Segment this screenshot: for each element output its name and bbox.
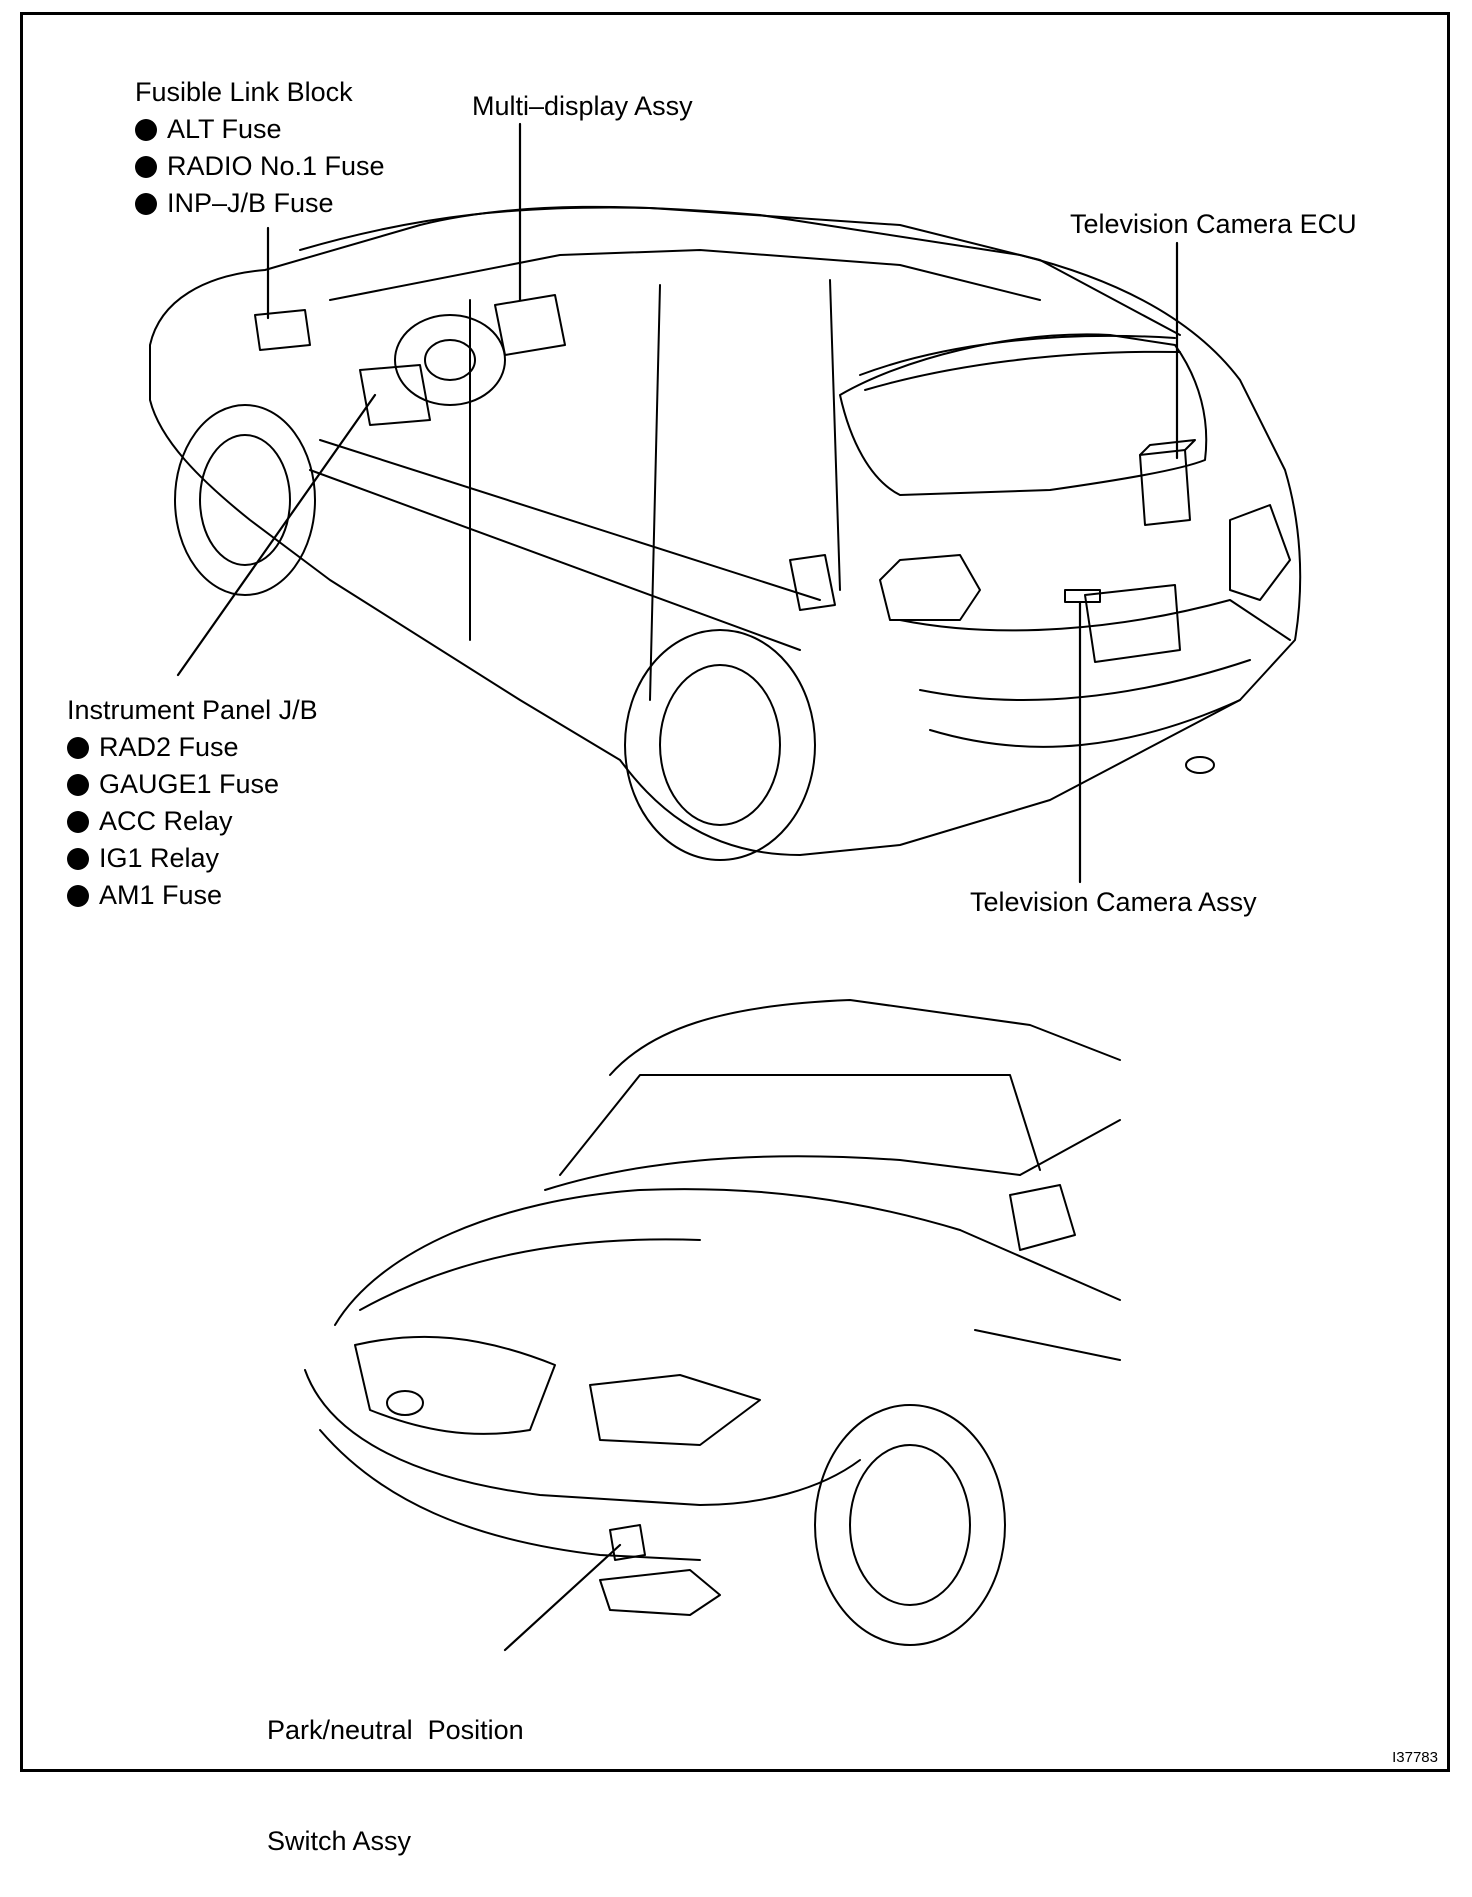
- bullet-icon: [135, 192, 157, 215]
- diagram-frame: [20, 12, 1450, 1772]
- bullet-icon: [67, 847, 89, 870]
- bullet-icon: [67, 773, 89, 796]
- park-neutral-line2: Switch Assy: [267, 1826, 412, 1856]
- bullet-icon: [67, 810, 89, 833]
- fuse-list-item: ACC Relay: [67, 803, 318, 840]
- bullet-icon: [67, 884, 89, 907]
- bullet-icon: [135, 118, 157, 141]
- fusible-link-block-title: Fusible Link Block: [135, 77, 353, 107]
- bullet-icon: [67, 736, 89, 759]
- instrument-panel-jb-title: Instrument Panel J/B: [67, 695, 318, 725]
- multi-display-assy-label: Multi–display Assy: [472, 91, 693, 121]
- fuse-list-item: RADIO No.1 Fuse: [135, 148, 385, 185]
- fuse-list-item: IG1 Relay: [67, 840, 318, 877]
- instrument-panel-jb-callout: Instrument Panel J/B RAD2 Fuse GAUGE1 Fu…: [67, 692, 318, 914]
- park-neutral-line1: Park/neutral Position: [267, 1715, 524, 1745]
- tv-camera-ecu-label: Television Camera ECU: [1070, 209, 1357, 239]
- vehicle-illustration: [149, 122, 1302, 1652]
- fusible-link-block-callout: Fusible Link Block ALT Fuse RADIO No.1 F…: [135, 74, 385, 222]
- leader-lines-top: [176, 122, 1179, 884]
- fuse-list-item: AM1 Fuse: [67, 877, 318, 914]
- rear-vehicle-drawing: [149, 205, 1302, 861]
- park-neutral-switch-callout: Park/neutral Position Switch Assy: [267, 1638, 524, 1897]
- fuse-list-item: ALT Fuse: [135, 111, 385, 148]
- leader-lines-bottom: [503, 1543, 622, 1652]
- fuse-list-item: GAUGE1 Fuse: [67, 766, 318, 803]
- fuse-list-item: RAD2 Fuse: [67, 729, 318, 766]
- fuse-list-item: INP–J/B Fuse: [135, 185, 385, 222]
- figure-id: I37783: [1392, 1749, 1438, 1766]
- tv-camera-assy-label: Television Camera Assy: [970, 887, 1257, 917]
- bullet-icon: [135, 155, 157, 178]
- front-vehicle-drawing: [304, 999, 1121, 1646]
